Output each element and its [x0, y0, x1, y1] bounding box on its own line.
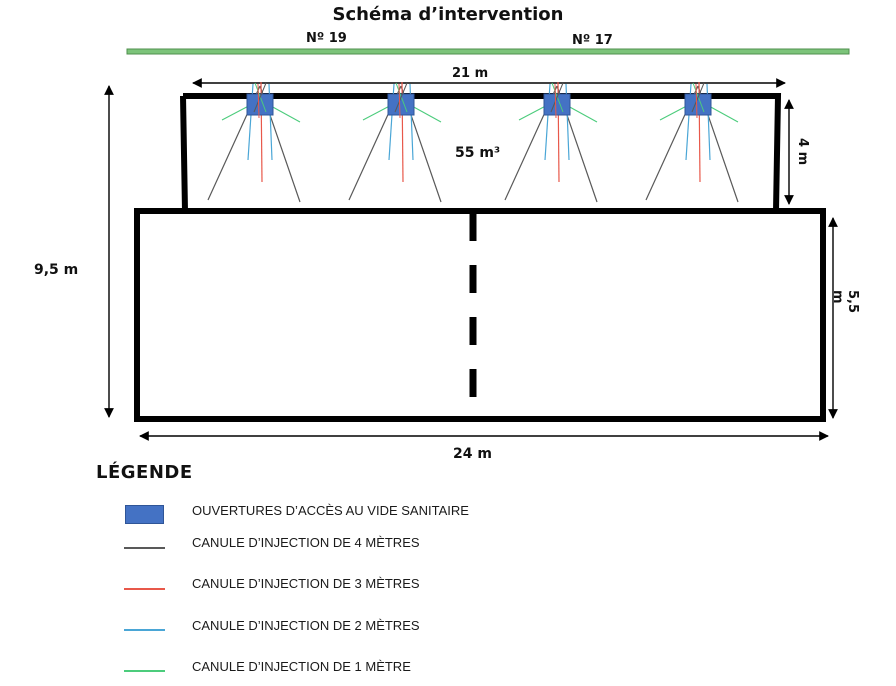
crawl-space-outline: [180, 93, 782, 212]
legend-swatch-cannula-4m: [124, 547, 165, 549]
cannula-3m: [554, 83, 557, 119]
street-bar: [126, 48, 850, 55]
cannula-3m: [398, 83, 401, 119]
cannula-4m: [691, 82, 705, 113]
access-opening: [246, 93, 274, 116]
cannula-3m: [257, 83, 260, 119]
access-opening: [684, 93, 712, 116]
dimension-label-lower-depth: 5,5 m: [830, 290, 860, 314]
legend-title: LÉGENDE: [96, 462, 193, 483]
legend-label-cannula-4m: CANULE D’INJECTION DE 4 MÈTRES: [192, 535, 420, 550]
neighbor-label-right: Nº 17: [572, 33, 613, 48]
building-outline: [134, 208, 826, 422]
dimension-label-bottom-width: 24 m: [453, 446, 492, 462]
dimension-label-total-depth: 9,5 m: [34, 262, 79, 278]
dimension-label-top-depth: 4 m: [795, 138, 810, 166]
cannula-4m: [394, 82, 408, 113]
legend-swatch-access-opening: [125, 505, 164, 524]
volume-label: 55 m³: [455, 145, 501, 161]
diagram-title: Schéma d’intervention: [332, 4, 564, 25]
dimension-label-top-width: 21 m: [452, 66, 489, 81]
legend-swatch-cannula-3m: [124, 588, 165, 590]
neighbor-label-left: Nº 19: [306, 31, 347, 46]
cannula-3m: [695, 83, 698, 119]
legend-swatch-cannula-2m: [124, 629, 165, 631]
legend-swatch-cannula-1m: [124, 670, 165, 672]
access-opening: [387, 93, 415, 116]
cannula-4m: [550, 82, 564, 113]
legend-label-access-opening: OUVERTURES D’ACCÈS AU VIDE SANITAIRE: [192, 503, 469, 518]
legend-label-cannula-3m: CANULE D’INJECTION DE 3 MÈTRES: [192, 576, 420, 591]
injection-points: [207, 81, 739, 203]
legend-label-cannula-1m: CANULE D’INJECTION DE 1 MÈTRE: [192, 659, 411, 674]
cannula-4m: [253, 82, 267, 113]
legend-label-cannula-2m: CANULE D’INJECTION DE 2 MÈTRES: [192, 618, 420, 633]
access-opening: [543, 93, 571, 116]
